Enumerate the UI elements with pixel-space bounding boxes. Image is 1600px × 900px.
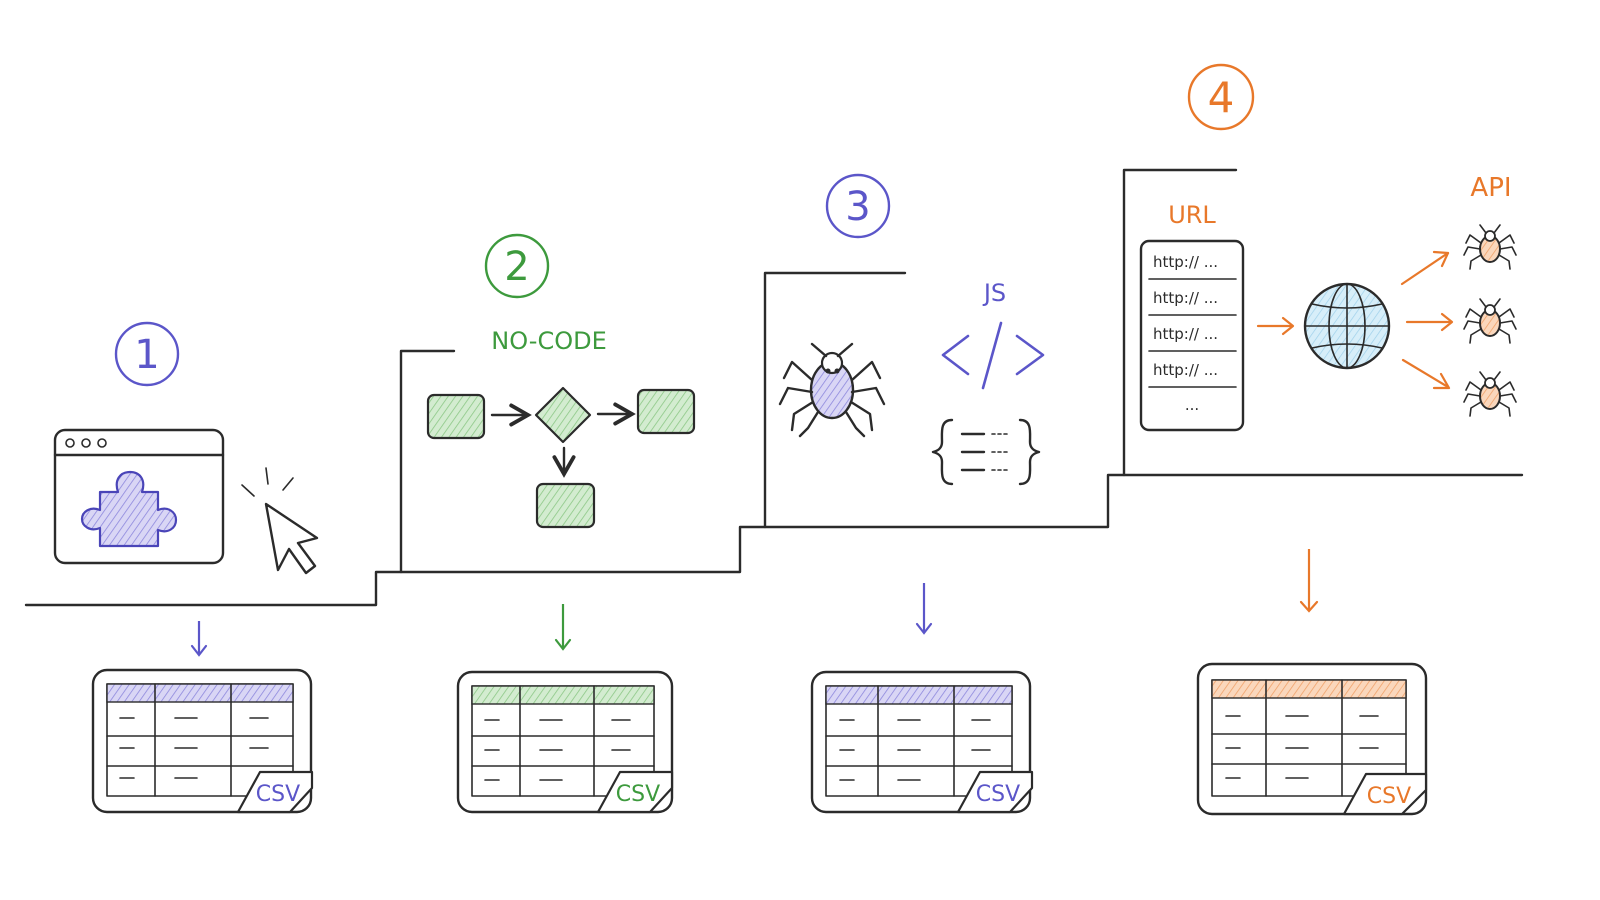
step-4-riser: [1122, 168, 1238, 477]
flowchart-icon: [426, 386, 696, 529]
step-1-number: 1: [134, 332, 159, 378]
staircase-line: [24, 473, 1524, 607]
step-4-csv-table: CSV: [1196, 662, 1428, 816]
step-2-csv-table: CSV: [456, 670, 674, 814]
step-3: 3 JS: [778, 173, 1045, 814]
step-2-csv-label: CSV: [616, 782, 660, 807]
step-2-riser: [399, 349, 456, 574]
step-2-label: NO-CODE: [491, 327, 606, 355]
step-1-csv-label: CSV: [256, 782, 300, 807]
url-item: http:// ...: [1153, 289, 1218, 307]
step-2: 2 NO-CODE CSV: [426, 233, 696, 814]
spider-icon: [778, 342, 886, 438]
url-list-icon: http:// ... http:// ... http:// ... http…: [1139, 239, 1245, 432]
step-3-number: 3: [845, 184, 870, 230]
url-to-globe-arrow: [1256, 316, 1295, 336]
step-2-number: 2: [504, 244, 529, 290]
spider-icon: [1463, 371, 1517, 417]
curly-braces-icon: [931, 418, 1041, 486]
step-4-number-circle: [1187, 63, 1255, 131]
url-item: http:// ...: [1153, 253, 1218, 271]
url-list-more: ...: [1185, 396, 1199, 414]
url-item: http:// ...: [1153, 361, 1218, 379]
step-1-number-circle: [114, 321, 180, 387]
spider-icon: [1463, 298, 1517, 344]
spider-icon: [1463, 224, 1517, 270]
step-3-number-circle: [825, 173, 891, 239]
step-3-csv-table: CSV: [810, 670, 1034, 814]
code-brackets-icon: [941, 321, 1045, 390]
globe-to-api-arrows: [1400, 250, 1454, 390]
step-4-url-label: URL: [1168, 201, 1216, 229]
step-4-api-label: API: [1470, 173, 1511, 203]
url-item: http:// ...: [1153, 325, 1218, 343]
step-1: 1 CSV: [53, 321, 319, 814]
step-4-number: 4: [1208, 73, 1235, 122]
browser-window-icon: [53, 428, 225, 565]
step-3-riser: [763, 271, 907, 529]
step-2-number-circle: [484, 233, 550, 299]
puzzle-piece-icon: [80, 470, 178, 548]
mouse-cursor-icon: [241, 467, 319, 575]
globe-icon: [1303, 282, 1391, 370]
step-4-csv-label: CSV: [1367, 784, 1411, 809]
step-4: 4 URL http:// ... http:// ... http:// ..…: [1139, 63, 1517, 816]
step-1-csv-table: CSV: [91, 668, 314, 814]
step-3-label: JS: [982, 279, 1006, 307]
step-3-csv-label: CSV: [976, 782, 1020, 807]
